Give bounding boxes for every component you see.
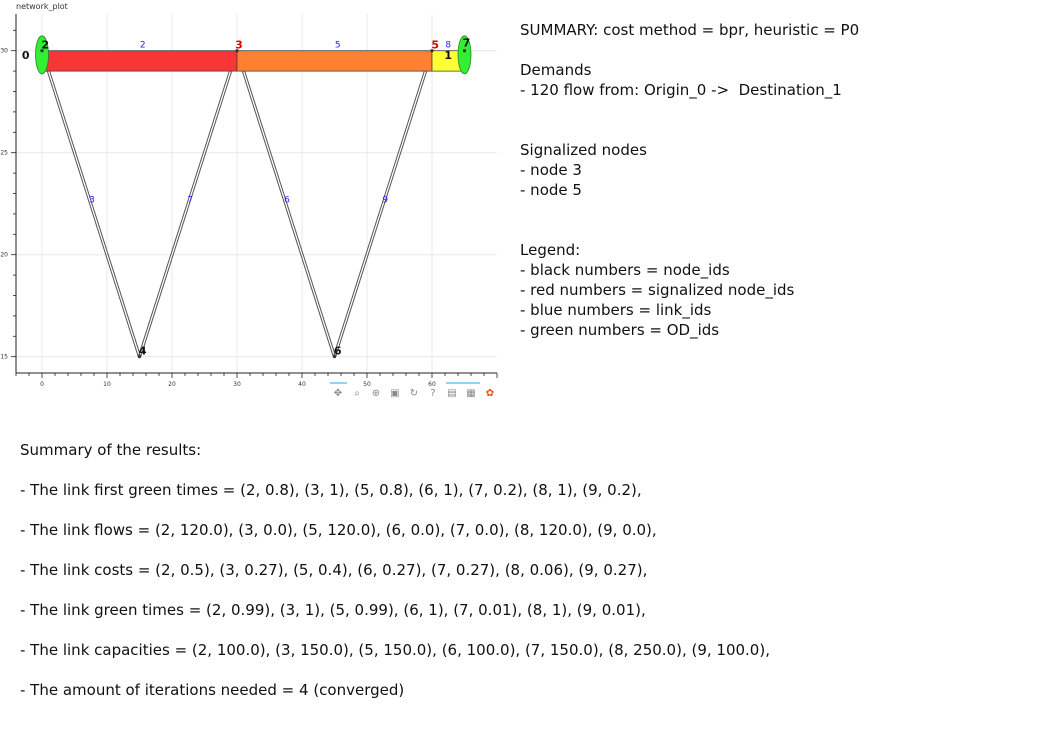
x-tick-label: 60 <box>428 381 436 388</box>
summary-line <box>520 220 1040 240</box>
node-point <box>462 49 467 53</box>
node-id-label: 5 <box>431 39 439 52</box>
summary-panel: SUMMARY: cost method = bpr, heuristic = … <box>520 20 1040 340</box>
od-zone <box>35 35 49 75</box>
x-tick-label: 50 <box>363 381 371 388</box>
link-bar <box>41 50 238 72</box>
od-zone <box>457 35 472 75</box>
result-line: - The amount of iterations needed = 4 (c… <box>20 681 405 699</box>
x-tick-label: 10 <box>103 381 111 388</box>
y-tick-label: 15 <box>0 354 8 361</box>
summary-line: Signalized nodes <box>520 141 647 159</box>
link-id-label: 2 <box>140 41 146 51</box>
y-tick-label: 30 <box>0 48 8 55</box>
bokeh-logo-icon: ✿ <box>486 388 494 399</box>
node-point <box>430 49 434 53</box>
node-id-label: 7 <box>463 37 471 50</box>
x-tick-label: 40 <box>298 381 306 388</box>
y-tick-label: 25 <box>0 150 8 157</box>
summary-line: - node 5 <box>520 181 582 199</box>
result-line: - The link first green times = (2, 0.8),… <box>20 481 642 499</box>
node-id-label: 4 <box>139 345 147 358</box>
result-line: Summary of the results: <box>20 441 202 459</box>
result-line: - The link costs = (2, 0.5), (3, 0.27), … <box>20 561 648 579</box>
node-id-label: 0 <box>22 49 30 62</box>
result-line: - The link capacities = (2, 100.0), (3, … <box>20 641 770 659</box>
summary-line: - node 3 <box>520 161 582 179</box>
node-point <box>137 355 142 359</box>
link-id-label: 8 <box>445 41 451 51</box>
link-edge <box>140 50 239 357</box>
result-line: - The link flows = (2, 120.0), (3, 0.0),… <box>20 521 657 539</box>
pan-icon[interactable]: ✥ <box>334 388 342 399</box>
summary-line: Demands <box>520 61 592 79</box>
link-edge <box>335 50 434 357</box>
result-line: - The link green times = (2, 0.99), (3, … <box>20 601 646 619</box>
summary-line: - green numbers = OD_ids <box>520 321 720 339</box>
link-id-label: 3 <box>89 196 95 206</box>
link-id-label: 7 <box>187 196 193 206</box>
link-id-label: 9 <box>382 196 388 206</box>
summary-line: SUMMARY: cost method = bpr, heuristic = … <box>520 21 860 39</box>
help-icon[interactable]: ? <box>430 388 435 399</box>
link-edge <box>332 50 432 357</box>
link-edge <box>237 50 337 357</box>
hover-icon[interactable]: ▤ <box>447 388 456 399</box>
node-id-label: 6 <box>334 345 342 358</box>
save-icon[interactable]: ▣ <box>390 388 399 399</box>
wheel-zoom-icon[interactable]: ⊕ <box>372 388 380 399</box>
summary-line <box>520 200 1040 220</box>
summary-line: - 120 flow from: Origin_0 -> Destination… <box>520 81 842 99</box>
link-id-label: 5 <box>335 41 341 51</box>
node-point <box>332 355 337 359</box>
summary-line <box>520 100 1040 120</box>
crosshair-icon[interactable]: ▦ <box>466 388 475 399</box>
summary-line: - red numbers = signalized node_ids <box>520 281 795 299</box>
results-summary: Summary of the results: - The link first … <box>20 440 1030 720</box>
summary-line: - black numbers = node_ids <box>520 261 730 279</box>
link-edge <box>137 50 237 357</box>
plot-title: network_plot <box>16 2 68 11</box>
node-id-label: 3 <box>235 39 243 52</box>
summary-line: Legend: <box>520 241 581 259</box>
node-id-label: 2 <box>41 39 49 52</box>
link-edge <box>235 50 334 357</box>
box-zoom-icon[interactable]: ⌕ <box>354 388 360 399</box>
reset-icon[interactable]: ↻ <box>410 388 418 399</box>
x-tick-label: 20 <box>168 381 176 388</box>
summary-line <box>520 120 1040 140</box>
link-bar <box>236 50 433 72</box>
link-id-label: 6 <box>284 196 290 206</box>
y-tick-label: 20 <box>0 252 8 259</box>
node-point <box>40 49 44 53</box>
summary-line <box>520 40 1040 60</box>
link-edge <box>40 50 139 357</box>
plot-toolbar[interactable]: ✥ ⌕ ⊕ ▣ ↻? ▤ ▦ ✿ <box>330 382 494 399</box>
x-tick-label: 0 <box>40 381 44 388</box>
node-id-label: 1 <box>444 49 452 62</box>
link-edge <box>42 50 142 357</box>
x-tick-label: 30 <box>233 381 241 388</box>
node-point <box>235 49 239 53</box>
summary-line: - blue numbers = link_ids <box>520 301 712 319</box>
